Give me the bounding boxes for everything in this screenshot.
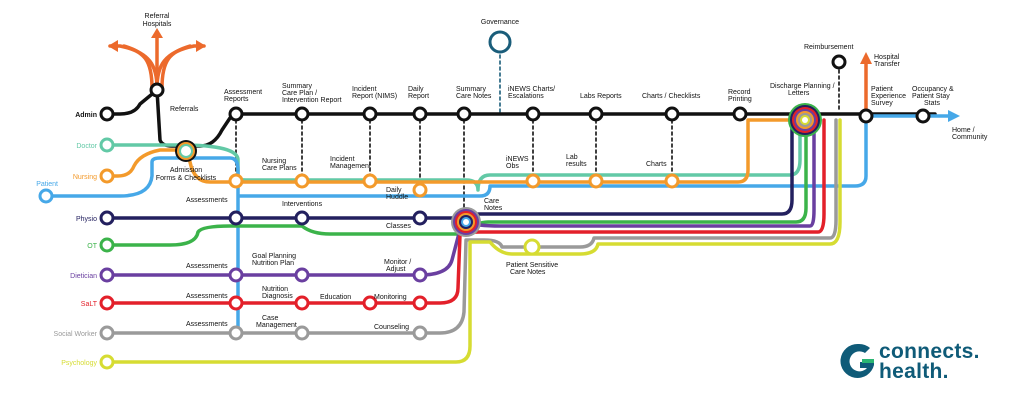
label-charts: Charts	[646, 161, 667, 168]
label-charts-checklists: Charts / Checklists	[642, 93, 701, 100]
hospital-transfer-arrow-icon	[860, 52, 872, 64]
label-goal-planning-1: Goal Planning	[252, 253, 296, 260]
label-inews-charts-1: iNEWS Charts/	[508, 86, 555, 93]
label-home-2: Community	[952, 134, 988, 141]
label-lab-results-2: results	[566, 161, 587, 168]
dashed-connectors	[235, 69, 840, 213]
label-assessments-dietician: Assessments	[186, 263, 228, 270]
role-psychology: Psychology	[61, 360, 97, 367]
label-nursing-care-plans-2: Care Plans	[262, 165, 297, 172]
role-patient: Patient	[36, 181, 58, 188]
label-patient-experience-3: Survey	[871, 100, 893, 107]
role-admin: Admin	[75, 112, 97, 119]
label-monitor-adjust-2: Adjust	[386, 266, 406, 273]
psychology-line	[105, 118, 842, 364]
label-assessments-social: Assessments	[186, 321, 228, 328]
label-summary-care-plan-3: Intervention Report	[282, 97, 342, 104]
discharge-hub	[788, 103, 822, 137]
label-daily-report-2: Report	[408, 93, 429, 100]
label-summary-care-plan-1: Summary	[282, 83, 312, 90]
label-summary-care-notes-2: Care Notes	[456, 93, 492, 100]
label-assessments-physio: Assessments	[186, 197, 228, 204]
g-arrow-logo-icon	[840, 343, 874, 378]
role-nursing: Nursing	[73, 174, 97, 181]
brand-line-2: health.	[879, 360, 949, 383]
label-inews-obs-2: Obs	[506, 163, 519, 170]
label-patient-experience-1: Patient	[871, 86, 893, 93]
label-assessment-reports-1: Assessment	[224, 89, 262, 96]
care-notes-hub	[451, 207, 481, 237]
role-salt: SaLT	[81, 301, 98, 308]
home-arrow-icon	[948, 110, 960, 122]
label-reimbursement: Reimbursement	[804, 44, 853, 51]
label-labs-reports: Labs Reports	[580, 93, 622, 100]
label-referrals: Referrals	[170, 106, 199, 113]
referral-arrows	[108, 36, 206, 90]
label-monitoring: Monitoring	[374, 294, 407, 301]
role-social-worker: Social Worker	[54, 331, 98, 338]
label-summary-care-notes-1: Summary	[456, 86, 486, 93]
label-assessments-salt: Assessments	[186, 293, 228, 300]
label-incident-report-2: Report (NIMS)	[352, 93, 397, 100]
role-doctor: Doctor	[76, 143, 97, 150]
label-case-management-1: Case	[262, 315, 278, 322]
label-hospital-transfer-1: Hospital	[874, 54, 900, 61]
label-daily-huddle-1: Daily	[386, 187, 402, 194]
label-admission-1: Admission	[170, 167, 202, 174]
label-occupancy-1: Occupancy &	[912, 86, 954, 93]
ot-line	[105, 118, 808, 247]
label-nursing-care-plans-1: Nursing	[262, 158, 286, 165]
admission-hub	[175, 140, 197, 162]
label-discharge-2: Letters	[788, 90, 810, 97]
patient-line	[44, 114, 952, 332]
role-physio: Physio	[76, 216, 97, 223]
label-record-printing-2: Printing	[728, 96, 752, 103]
label-patient-sensitive-2: Care Notes	[510, 269, 546, 276]
label-classes: Classes	[386, 223, 411, 230]
label-incident-management-1: Incident	[330, 156, 355, 163]
label-patient-experience-2: Experience	[871, 93, 906, 100]
label-inews-charts-2: Escalations	[508, 93, 544, 100]
label-daily-report-1: Daily	[408, 86, 424, 93]
nursing-line	[105, 118, 792, 184]
connects-health-logo: connects. health.	[840, 341, 1020, 401]
label-monitor-adjust-1: Monitor /	[384, 259, 411, 266]
label-interventions: Interventions	[282, 201, 323, 208]
label-daily-huddle-2: Huddle	[386, 194, 408, 201]
label-governance: Governance	[481, 19, 519, 26]
label-summary-care-plan-2: Care Plan /	[282, 90, 317, 97]
label-nutrition-diagnosis-2: Diagnosis	[262, 293, 293, 300]
label-incident-report-1: Incident	[352, 86, 377, 93]
label-nutrition-diagnosis-1: Nutrition	[262, 286, 288, 293]
label-counseling: Counseling	[374, 324, 409, 331]
role-dietician: Dietician	[70, 273, 97, 280]
label-discharge-1: Discharge Planning /	[770, 83, 835, 90]
label-patient-sensitive-1: Patient Sensitive	[506, 262, 558, 269]
brand-line-1: connects.	[879, 340, 980, 363]
label-incident-management-2: Management	[330, 163, 371, 170]
label-home-1: Home /	[952, 127, 975, 134]
label-inews-obs-1: iNEWS	[506, 156, 529, 163]
label-education: Education	[320, 294, 351, 301]
arrow-heads	[108, 28, 960, 122]
social-line	[105, 118, 838, 335]
label-case-management-2: Management	[256, 322, 297, 329]
label-referral-hospitals-1: Referral	[145, 13, 170, 20]
label-lab-results-1: Lab	[566, 154, 578, 161]
label-record-printing-1: Record	[728, 89, 751, 96]
label-hospital-transfer-2: Transfer	[874, 61, 900, 68]
label-care-notes-1: Care	[484, 198, 499, 205]
label-referral-hospitals-2: Hospitals	[143, 21, 172, 28]
label-admission-2: Forms & Checklists	[156, 175, 217, 182]
label-care-notes-2: Notes	[484, 205, 503, 212]
label-goal-planning-2: Nutrition Plan	[252, 260, 294, 267]
label-occupancy-2: Patient Stay	[912, 93, 950, 100]
label-occupancy-3: Stats	[924, 100, 940, 107]
role-ot: OT	[87, 243, 97, 250]
label-assessment-reports-2: Reports	[224, 96, 249, 103]
